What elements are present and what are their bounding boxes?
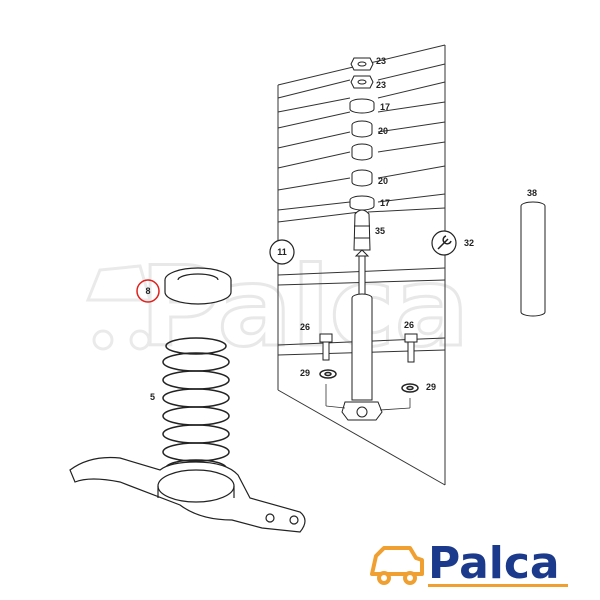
callout-11: 11 <box>269 239 295 265</box>
callout-32: 32 <box>431 230 474 256</box>
lock-washer-29-left <box>319 369 337 379</box>
part-labels: 23 23 17 20 20 17 35 38 5 26 26 29 29 <box>150 56 537 402</box>
brand-underline <box>428 584 568 587</box>
nut-23b <box>350 75 374 89</box>
wrench-icon <box>437 235 452 250</box>
label-26a: 26 <box>300 322 310 332</box>
palca-brand-name: Palca <box>428 538 560 589</box>
callout-8-highlight: 8 <box>136 279 160 303</box>
shock-absorber <box>341 249 383 421</box>
label-23a: 23 <box>376 56 386 66</box>
palca-logo: Palca <box>360 522 580 589</box>
palca-watermark: Palca <box>85 242 471 373</box>
label-32: 32 <box>464 238 474 248</box>
label-23b: 23 <box>376 80 386 90</box>
rubber-mount-38 <box>520 201 546 317</box>
label-17b: 17 <box>380 198 390 208</box>
label-38: 38 <box>527 188 537 198</box>
car-icon <box>370 546 424 585</box>
lock-washer-29-right <box>401 383 419 393</box>
label-20a: 20 <box>378 126 388 136</box>
nut-23a <box>350 57 374 71</box>
label-26b: 26 <box>404 320 414 330</box>
label-35: 35 <box>375 226 385 236</box>
label-8: 8 <box>145 286 150 296</box>
bushing-middle <box>351 143 373 161</box>
hardware-stack <box>349 57 375 251</box>
washer-17b <box>349 195 375 211</box>
label-20b: 20 <box>378 176 388 186</box>
bolt-26-left <box>319 333 333 361</box>
bushing-20a <box>351 120 373 138</box>
bump-stop-35 <box>353 209 371 251</box>
washer-17a <box>349 98 375 114</box>
shock-absorber-exploded-frame <box>277 44 446 486</box>
watermark-text: Palca <box>140 243 469 371</box>
bolt-26-right <box>404 333 418 363</box>
lower-control-arm <box>69 456 306 533</box>
bushing-20b <box>351 169 373 187</box>
label-11: 11 <box>277 247 287 257</box>
label-29b: 29 <box>426 382 436 392</box>
label-29a: 29 <box>300 368 310 378</box>
bolt-guide-lines <box>325 384 411 411</box>
label-5: 5 <box>150 392 155 402</box>
label-17a: 17 <box>380 102 390 112</box>
spring-pad-8 <box>164 267 232 305</box>
